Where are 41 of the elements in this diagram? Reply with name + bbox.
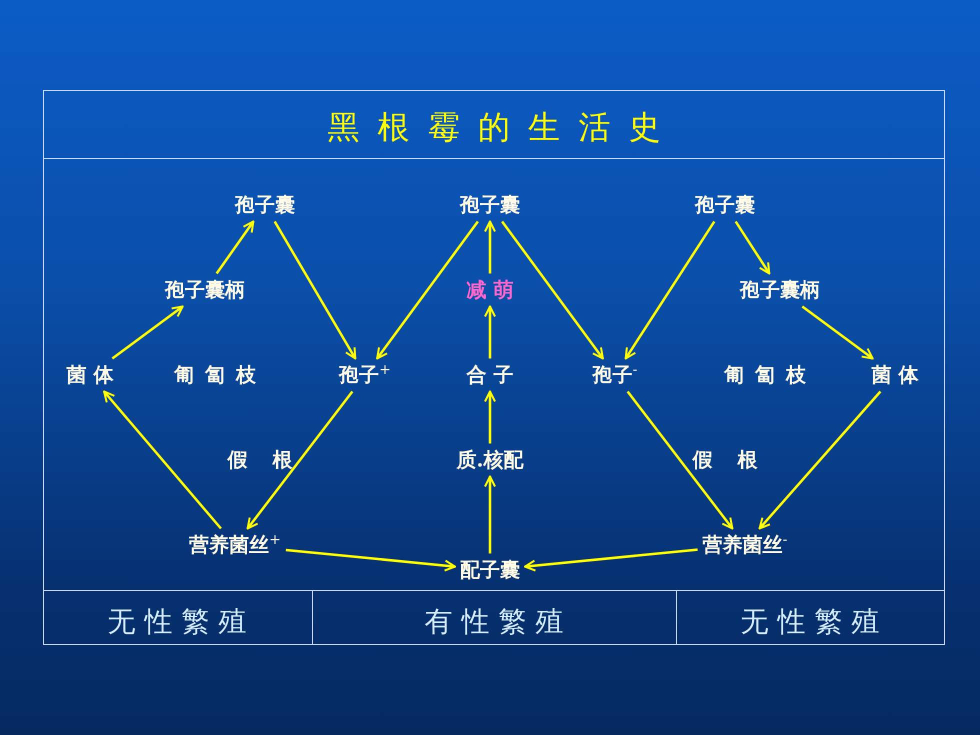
- stage-label: 孢子囊: [693, 190, 757, 220]
- arrow: [103, 390, 222, 530]
- arrow: [484, 220, 496, 274]
- stage-label: 合 子: [464, 360, 516, 390]
- arrow: [484, 390, 496, 444]
- stage-label: 孢子$^{+}$: [337, 360, 393, 390]
- stage-label: 孢子囊柄: [738, 276, 822, 304]
- arrow: [626, 390, 734, 530]
- table-cell-text: 无 性 繁 殖: [740, 604, 880, 640]
- arrow: [112, 306, 184, 360]
- arrow: [274, 220, 356, 360]
- stage-label: 孢子囊柄: [163, 276, 247, 304]
- arrow: [484, 476, 496, 554]
- part-label: 匍 匐 枝: [722, 362, 807, 388]
- stage-label: 配子囊: [458, 556, 522, 584]
- stage-label: 质.核配: [454, 446, 526, 474]
- stage-label: 菌 体: [64, 360, 116, 390]
- stage-label: 孢子囊: [458, 190, 522, 220]
- stage-label: 营养菌丝$^{+}$: [187, 530, 283, 560]
- arrow: [501, 220, 604, 360]
- arrow: [286, 548, 456, 572]
- stage-label: 孢子$^{-}$: [590, 360, 640, 390]
- arrow: [216, 220, 254, 274]
- title: 黑 根 霉 的 生 活 史: [327, 107, 661, 148]
- stage-label: 孢子囊: [233, 190, 297, 220]
- arrow: [802, 306, 874, 360]
- stage-label: 菌 体: [870, 360, 920, 390]
- arrow: [246, 390, 354, 530]
- arrow: [624, 220, 716, 360]
- arrow: [758, 390, 882, 530]
- part-label: 假 根: [691, 446, 758, 474]
- stage-label: 减 萌: [464, 276, 516, 304]
- part-label: 匍 匐 枝: [172, 362, 257, 388]
- table-cell-text: 无 性 繁 殖: [108, 604, 246, 640]
- arrow: [376, 220, 479, 360]
- table-cell-text: 有 性 繁 殖: [424, 604, 564, 640]
- part-label: 假 根: [226, 446, 294, 474]
- arrow: [524, 548, 698, 572]
- stage-label: 营养菌丝$^{-}$: [700, 530, 790, 560]
- arrow: [484, 306, 496, 358]
- arrow: [734, 220, 770, 274]
